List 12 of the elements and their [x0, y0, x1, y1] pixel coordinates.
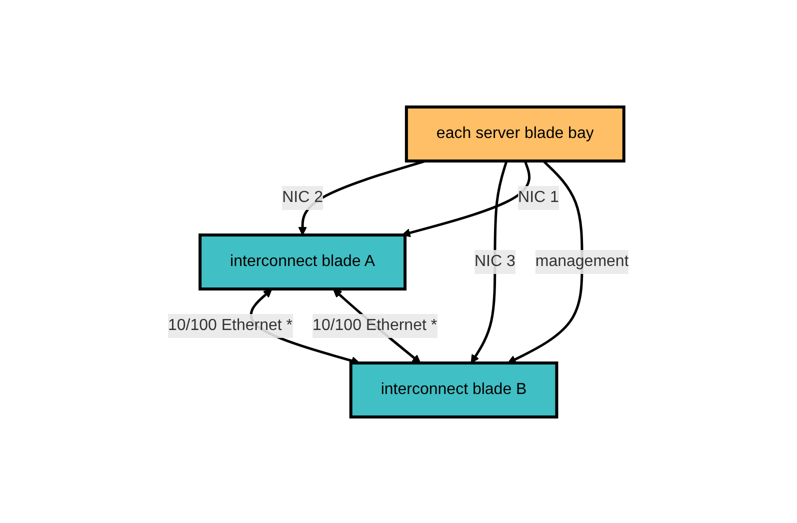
arrow [402, 160, 531, 237]
arrow [470, 160, 508, 363]
edge-label: NIC 1 [518, 188, 560, 206]
edge-label: 10/100 Ethernet * [312, 316, 438, 334]
node-box: each server blade bay [405, 105, 626, 162]
node-box: interconnect blade B [349, 360, 558, 418]
edge-label: NIC 3 [474, 252, 516, 270]
node-box: interconnect blade A [198, 233, 407, 290]
edge-label: management [535, 252, 629, 270]
edge-label: 10/100 Ethernet * [168, 316, 293, 334]
edge-label: NIC 2 [282, 188, 324, 206]
arrow [508, 160, 584, 363]
